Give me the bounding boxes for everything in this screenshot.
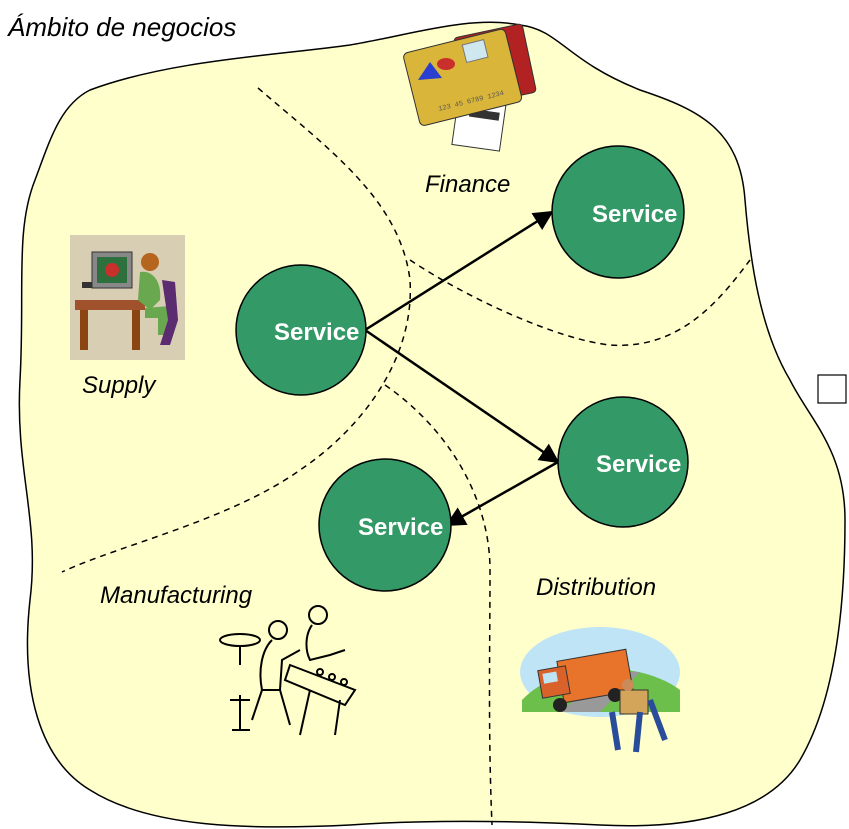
service-manufacturing-label: Service [358, 514, 443, 541]
business-domain-region [18, 21, 846, 828]
service-supply-label: Service [274, 319, 359, 346]
arrow-distribution-to-manufacturing [445, 460, 559, 527]
service-manufacturing: Service [318, 458, 452, 592]
label-distribution: Distribution [536, 574, 656, 601]
label-manufacturing: Manufacturing [100, 582, 253, 609]
arrow-supply-to-finance [364, 210, 554, 332]
label-finance: Finance [425, 171, 510, 198]
boundary-supply-finance [61, 87, 411, 573]
factory-workers-icon [219, 605, 357, 736]
service-finance-label: Service [592, 201, 677, 228]
service-distribution-label: Service [596, 451, 681, 478]
boundary-finance-distribution [409, 259, 751, 347]
edge-square [817, 374, 847, 404]
delivery-truck-icon [520, 627, 680, 753]
diagram-title: Ámbito de negocios [6, 12, 236, 42]
label-supply: Supply [82, 372, 157, 399]
arrow-supply-to-distribution [364, 328, 560, 464]
service-distribution: Service [557, 396, 689, 528]
boundary-manufacturing-distribution [384, 384, 493, 826]
service-arrows [364, 210, 560, 527]
service-finance: Service [551, 145, 685, 279]
computer-worker-icon [70, 235, 185, 360]
credit-cards-icon: 123 45 6789 1234 [403, 23, 537, 152]
service-supply: Service [235, 264, 367, 396]
domain-boundaries [61, 87, 751, 826]
